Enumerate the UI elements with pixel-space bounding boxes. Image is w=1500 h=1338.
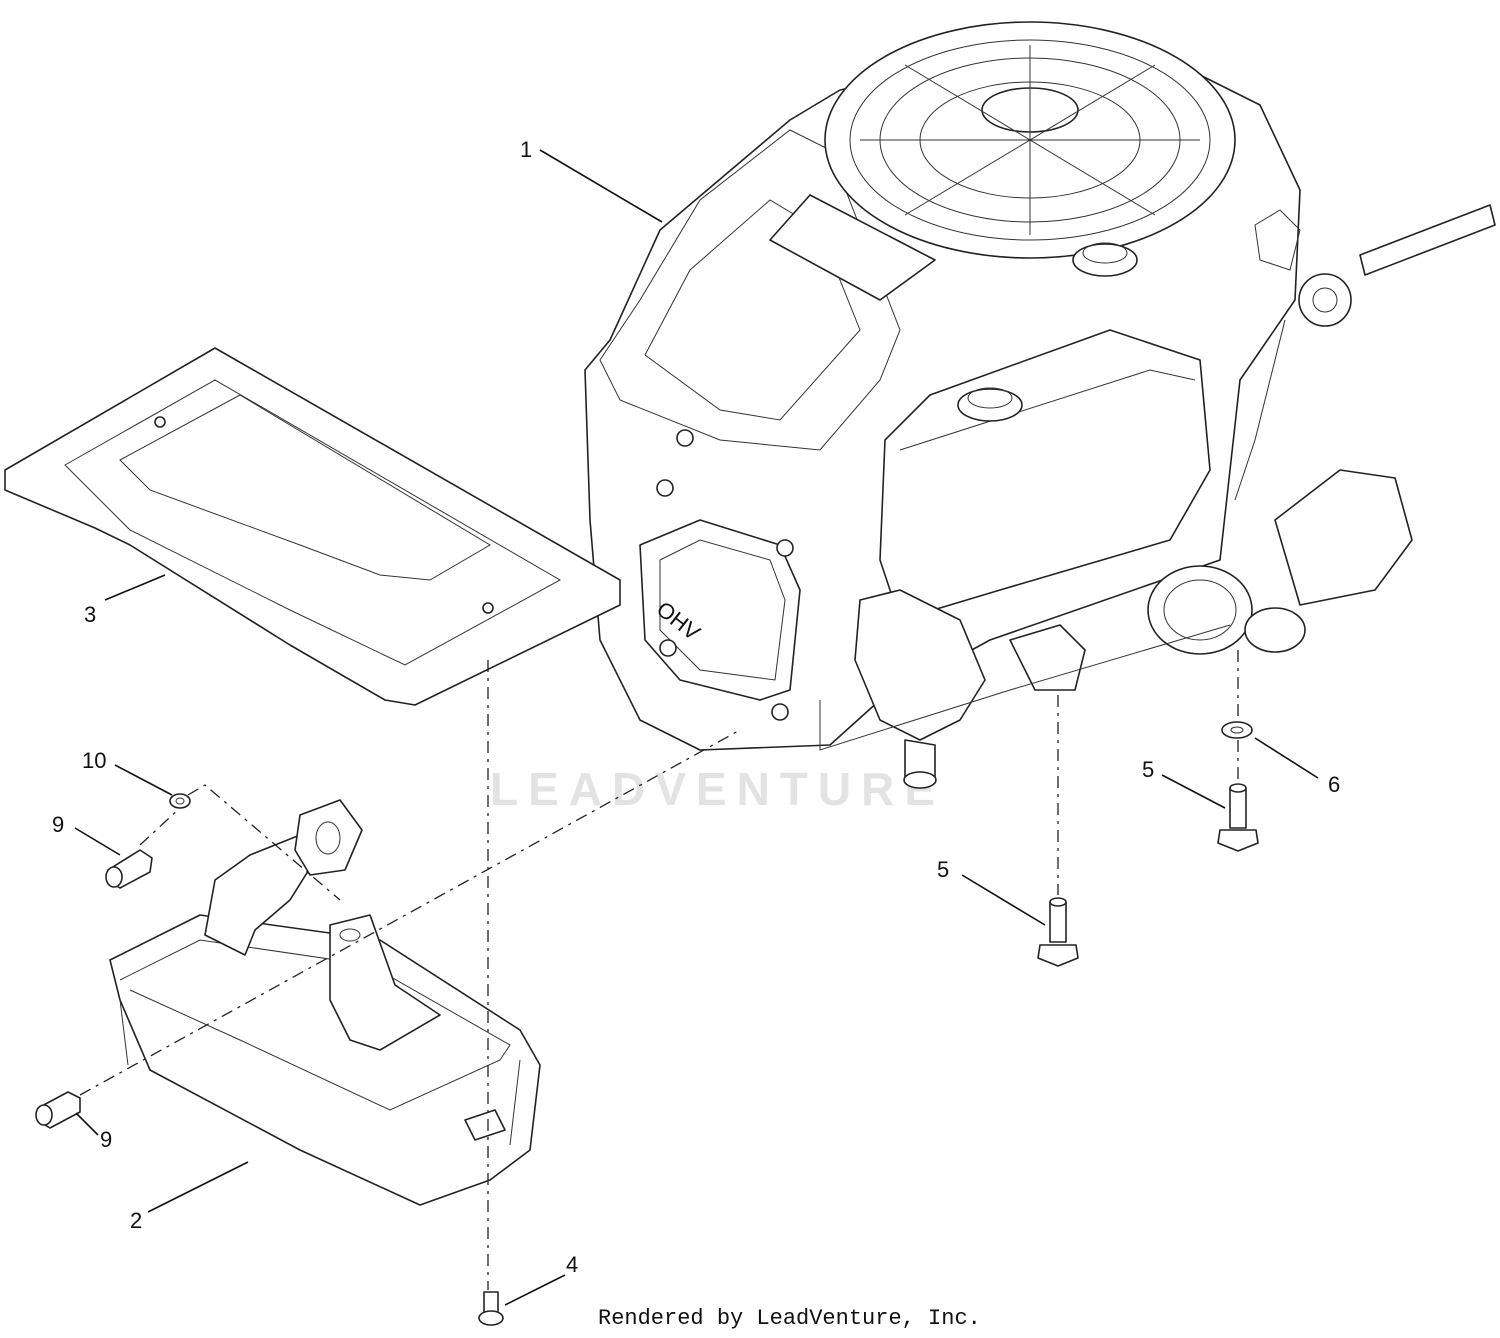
heat-shield[interactable] bbox=[4, 347, 621, 706]
render-credit: Rendered by LeadVenture, Inc. bbox=[598, 1306, 981, 1331]
callout-2: 2 bbox=[130, 1208, 142, 1233]
callout-1: 1 bbox=[520, 137, 532, 162]
assembly-lines bbox=[79, 650, 1239, 1290]
callout-4: 4 bbox=[566, 1252, 578, 1277]
callout-9-lower: 9 bbox=[100, 1127, 112, 1152]
callout-6: 6 bbox=[1328, 772, 1340, 797]
callout-5-center: 5 bbox=[937, 857, 949, 882]
watermark: LEADVENTURE bbox=[490, 763, 945, 815]
washer-6[interactable] bbox=[1221, 721, 1253, 739]
callout-3: 3 bbox=[84, 602, 96, 627]
washer-10[interactable] bbox=[169, 793, 191, 809]
bolt-4[interactable] bbox=[478, 1291, 504, 1326]
screw-9-upper[interactable] bbox=[105, 849, 153, 889]
bolt-5-right[interactable] bbox=[1217, 783, 1259, 852]
bolt-5-center[interactable] bbox=[1037, 897, 1079, 967]
callout-9-upper: 9 bbox=[52, 812, 64, 837]
muffler[interactable] bbox=[109, 799, 541, 1206]
callout-10: 10 bbox=[82, 748, 106, 773]
leader-lines bbox=[74, 149, 1319, 1306]
screw-9-lower[interactable] bbox=[35, 1091, 81, 1129]
engine[interactable]: OHV bbox=[584, 21, 1496, 789]
callout-5-right: 5 bbox=[1142, 757, 1154, 782]
